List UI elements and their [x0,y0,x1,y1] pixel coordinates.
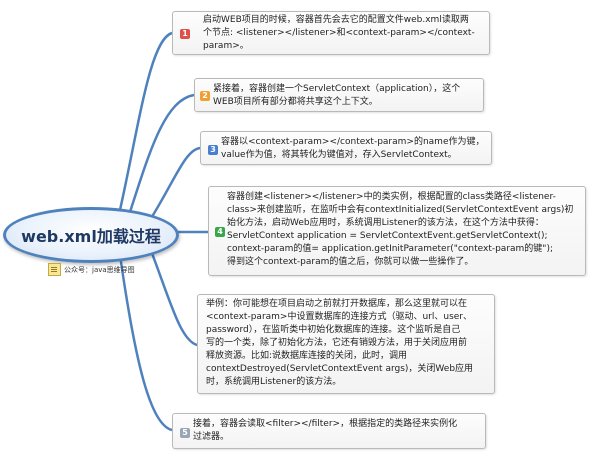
node-4[interactable]: 4 容器创建<listener></listener>中的类实例，根据配置的cl… [208,186,586,276]
priority-2-icon: 2 [200,91,210,101]
priority-1-icon: 1 [180,29,190,39]
priority-3-icon: 3 [208,145,218,155]
root-topic[interactable]: web.xml加载过程 [3,207,179,263]
priority-4-icon: 4 [215,227,225,237]
note-icon [48,263,61,276]
node-2[interactable]: 2 紧接着，容器创建一个ServletContext（application），… [194,78,484,112]
branch-line-5 [148,247,198,347]
node-2-text: 紧接着，容器创建一个ServletContext（application），这个… [213,84,461,107]
node-3-text: 容器以<context-param></context-param>的name作… [221,137,485,160]
branch-line-1 [118,31,173,211]
root-title: web.xml加载过程 [21,227,161,246]
node-5-text: 接着，容器会读取<filter></filter>，根据指定的类路径来实例化 过… [193,419,458,442]
root-note-text: 公众号：java思维导图 [64,265,135,274]
branch-line-6 [118,254,173,432]
node-3[interactable]: 3 容器以<context-param></context-param>的nam… [200,131,492,165]
node-5[interactable]: 5 接着，容器会读取<filter></filter>，根据指定的类路径来实例化… [172,413,486,449]
priority-5-icon: 5 [180,428,190,438]
node-4-text: 容器创建<listener></listener>中的类实例，根据配置的clas… [227,192,574,267]
branch-line-2 [128,93,195,213]
node-example[interactable]: 举例：你可能想在项目启动之前就打开数据库，那么这里就可以在 <context-p… [197,294,495,394]
node-1[interactable]: 1 启动WEB项目的时候，容器首先会去它的配置文件web.xml读取两 个节点:… [172,11,490,55]
root-note[interactable]: 公众号：java思维导图 [48,263,135,276]
branch-line-3 [148,146,201,221]
node-example-text: 举例：你可能想在项目启动之前就打开数据库，那么这里就可以在 <context-p… [206,299,474,387]
node-1-text: 启动WEB项目的时候，容器首先会去它的配置文件web.xml读取两 个节点: <… [203,15,475,51]
